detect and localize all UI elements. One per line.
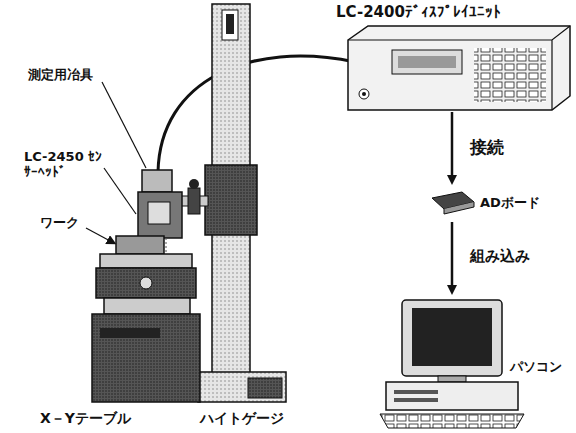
personal-computer	[380, 300, 524, 428]
ad-board-label: ADボード	[480, 196, 540, 211]
ad-board	[432, 192, 474, 214]
display-unit	[348, 26, 570, 110]
sensor-head-label: LC-2450 ｾﾝｻｰﾍｯﾄﾞ	[24, 150, 104, 180]
install-arrow	[451, 222, 454, 290]
display-unit-label: LC-2400ﾃﾞｨｽﾌﾟﾚｲﾕﾆｯﾄ	[336, 4, 501, 21]
pc-label: パソコン	[510, 360, 562, 375]
connect-label: 接続	[470, 138, 504, 158]
work-label: ワーク	[40, 216, 79, 231]
xy-table	[92, 236, 200, 402]
height-gauge-label: ハイトゲージ	[200, 410, 284, 426]
jig-label: 測定用冶具	[28, 68, 93, 83]
sensor-cable	[158, 56, 355, 172]
install-label: 組み込み	[470, 248, 530, 265]
connect-arrow	[451, 112, 454, 180]
xy-table-label: X－Yテーブル	[40, 410, 131, 426]
